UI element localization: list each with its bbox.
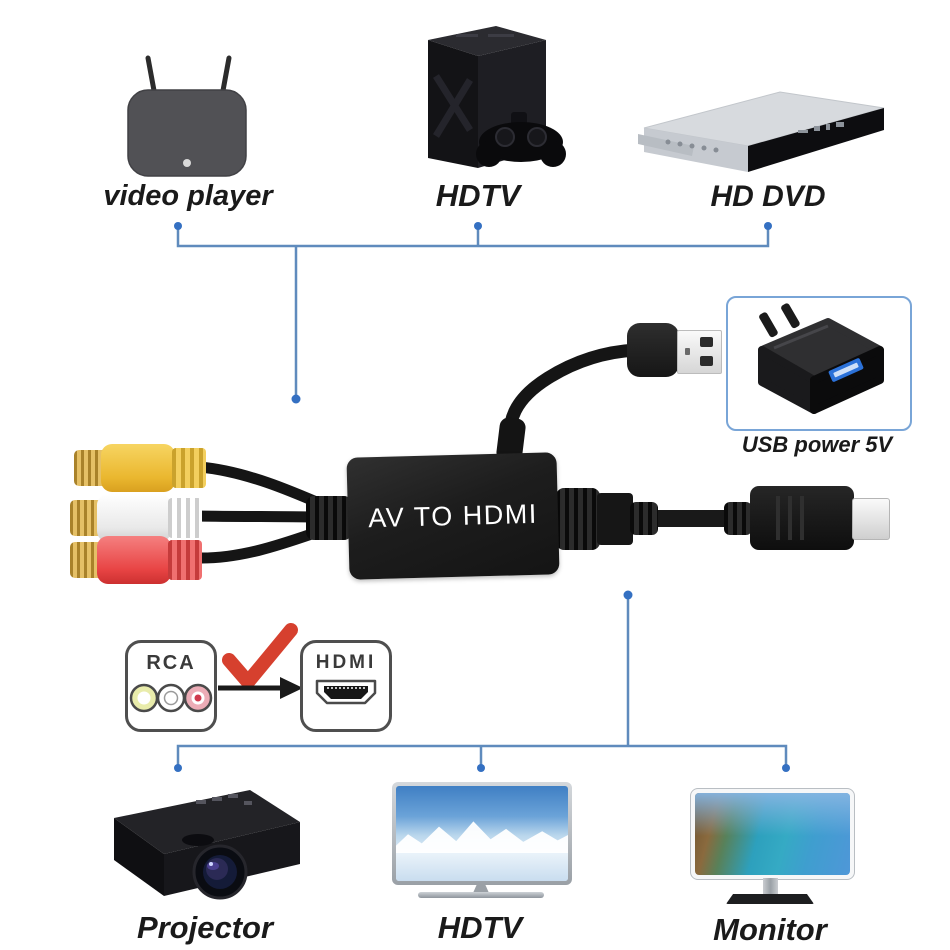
right-arrow-icon [218,677,303,699]
usb-power-cable [502,343,643,460]
hdtv-screen [396,786,568,881]
hdmi-port-icon [315,679,377,705]
monitor-screen [695,793,850,875]
plug-prong-left [759,312,778,338]
rca-body-yellow [101,444,175,492]
projector-label: Projector [136,910,274,945]
hdmi-connector-tip [852,498,890,540]
plug-prong-right [781,303,800,329]
video-player-label: video player [103,180,273,212]
hdtv-stand-neck [473,884,489,893]
hdtv-screen-ice [396,852,568,881]
hdtv-screen-mountains [396,821,568,857]
hdtv-display-label: HDTV [437,910,523,945]
video-player-device [127,55,247,177]
hdmi-cable-rib-right [724,502,752,535]
dvd-front-display [748,108,884,172]
hdmi-cable [628,510,754,527]
monitor-stand-base [726,894,814,904]
rca-ribs-red [168,540,202,580]
rca-ribs-yellow [172,448,206,488]
dvd-buttons [665,139,719,153]
rca-body-white [97,494,171,542]
av-to-hdmi-converter: AV TO HDMI [346,452,560,580]
converter-left-strain-relief [306,496,352,540]
rca-tip-gold [70,500,100,536]
video-player-body [127,89,247,177]
hd-dvd-device [638,91,885,172]
hdmi-connector-body [750,486,854,550]
hdmi-connector-ridges [768,496,812,540]
rca-ribs-white [168,498,202,538]
hdmi-plug-body [597,493,633,545]
rca-badge-label: RCA [146,652,196,674]
hdmi-plug-ribs [556,488,600,550]
dvd-front-silver [644,128,748,172]
projector-top-face [114,790,300,854]
rca-jacks-icon [129,683,213,713]
usb-power-adapter [758,303,884,414]
hd-dvd-label: HD DVD [710,180,826,213]
usb-port-blue [828,358,864,382]
hdmi-badge: HDMI [300,640,392,732]
rca-body-red [97,536,171,584]
rca-tip-gold [74,450,104,486]
rca-plug-yellow [74,444,209,494]
usb-connector-overmold [627,323,679,377]
rca-tip-gold [70,542,100,578]
monitor-screen-sky [695,793,850,836]
projector-device [114,790,300,900]
dvd-display-glyphs [798,122,844,133]
hdtv-stand-legs [418,892,544,898]
usb-power-label: USB power 5V [741,432,893,457]
usb-power-adapter-box [726,296,912,431]
hdtv-source-device [428,26,566,168]
projector-top-buttons [196,794,252,805]
hdmi-cable-rib-left [630,502,658,535]
dvd-tray [638,134,694,156]
tower-x-design [433,74,473,138]
usb-contact-bottom [700,356,713,366]
monitor-device [690,788,855,880]
usb-shell-hole [685,348,690,355]
hdtv-display-device [392,782,572,885]
projector-left-face [114,818,164,896]
rca-plug-red [70,536,205,586]
top-bracket-line [176,229,770,248]
connector-dots [174,222,790,772]
projector-focus-ring [182,834,214,846]
projector-lens-icon [192,844,248,900]
hdmi-badge-label: HDMI [315,652,377,673]
red-checkmark-icon [222,623,298,689]
rca-plug-white [70,494,205,544]
monitor-label: Monitor [713,912,827,947]
usb-contact-top [700,337,713,347]
monitor-stand-neck [763,878,778,896]
rca-badge: RCA [125,640,217,732]
converter-label: AV TO HDMI [367,498,539,533]
usb-connector-metal [677,330,722,374]
video-player-led [183,159,191,167]
gamepad-icon [476,112,566,167]
hdtv-source-label: HDTV [435,178,521,213]
tower-top-face [428,26,546,56]
